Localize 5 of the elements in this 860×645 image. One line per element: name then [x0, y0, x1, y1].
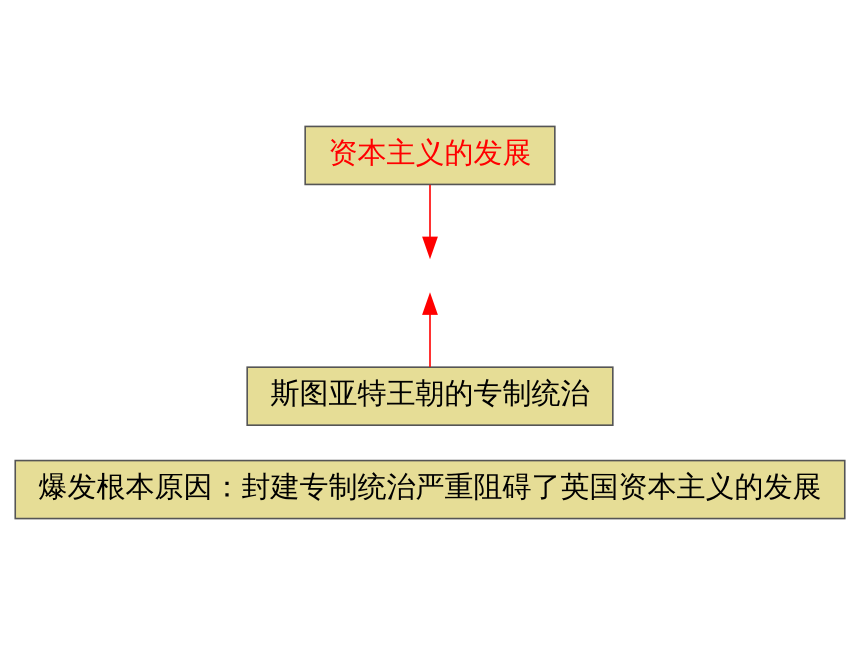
arrow	[422, 184, 438, 260]
node-box: 爆发根本原因：封建专制统治严重阻碍了英国资本主义的发展	[14, 460, 846, 520]
arrow	[422, 292, 438, 367]
node-box: 资本主义的发展	[304, 126, 556, 186]
node-box: 斯图亚特王朝的专制统治	[246, 366, 614, 426]
